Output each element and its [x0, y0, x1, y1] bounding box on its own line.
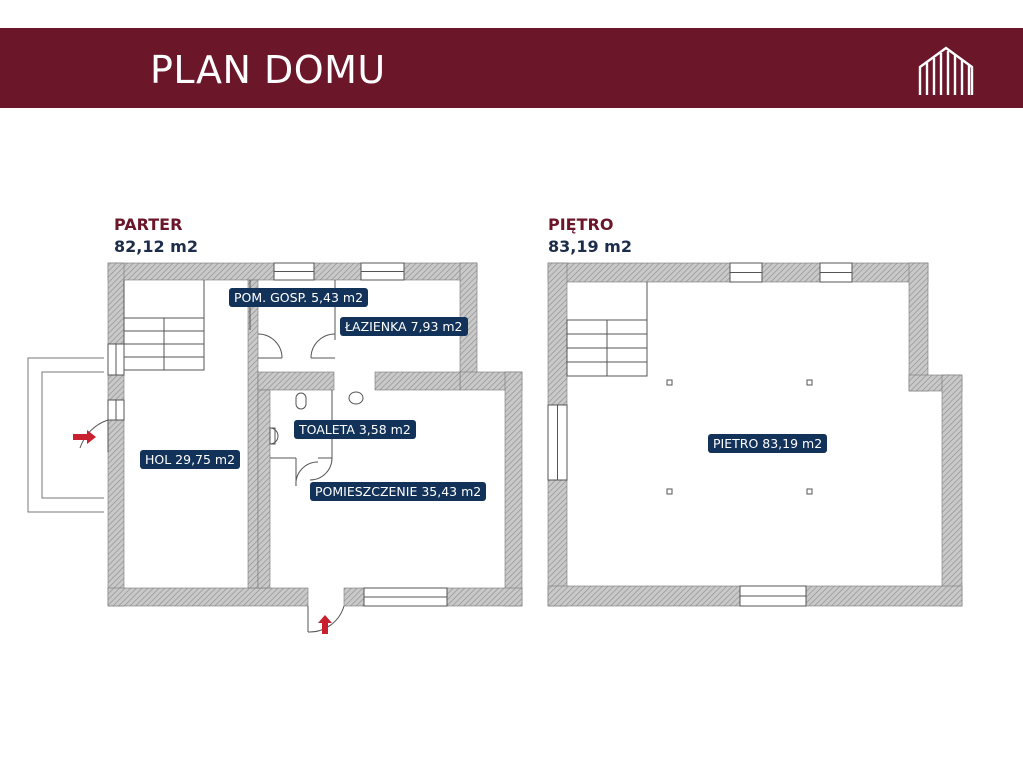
entrance-arrow-icon — [73, 430, 96, 444]
entrance-arrow-icon — [318, 615, 332, 634]
room-label-pomieszczenie: POMIESZCZENIE 35,43 m2 — [310, 482, 487, 501]
page-title: PLAN DOMU — [150, 48, 386, 92]
floor-name-pietro: PIĘTRO — [548, 215, 614, 234]
floor-area-parter: 82,12 m2 — [114, 237, 198, 256]
room-label-toaleta: TOALETA 3,58 m2 — [294, 420, 416, 439]
room-label-lazienka: ŁAZIENKA 7,93 m2 — [340, 317, 468, 336]
floor-name-parter: PARTER — [114, 215, 183, 234]
room-label-pom-gosp: POM. GOSP. 5,43 m2 — [229, 288, 369, 307]
room-label-pietro: PIETRO 83,19 m2 — [708, 434, 828, 453]
room-label-hol: HOL 29,75 m2 — [140, 450, 241, 469]
header-bar — [0, 28, 1023, 108]
building-logo-icon — [918, 46, 974, 95]
floor-area-pietro: 83,19 m2 — [548, 237, 632, 256]
